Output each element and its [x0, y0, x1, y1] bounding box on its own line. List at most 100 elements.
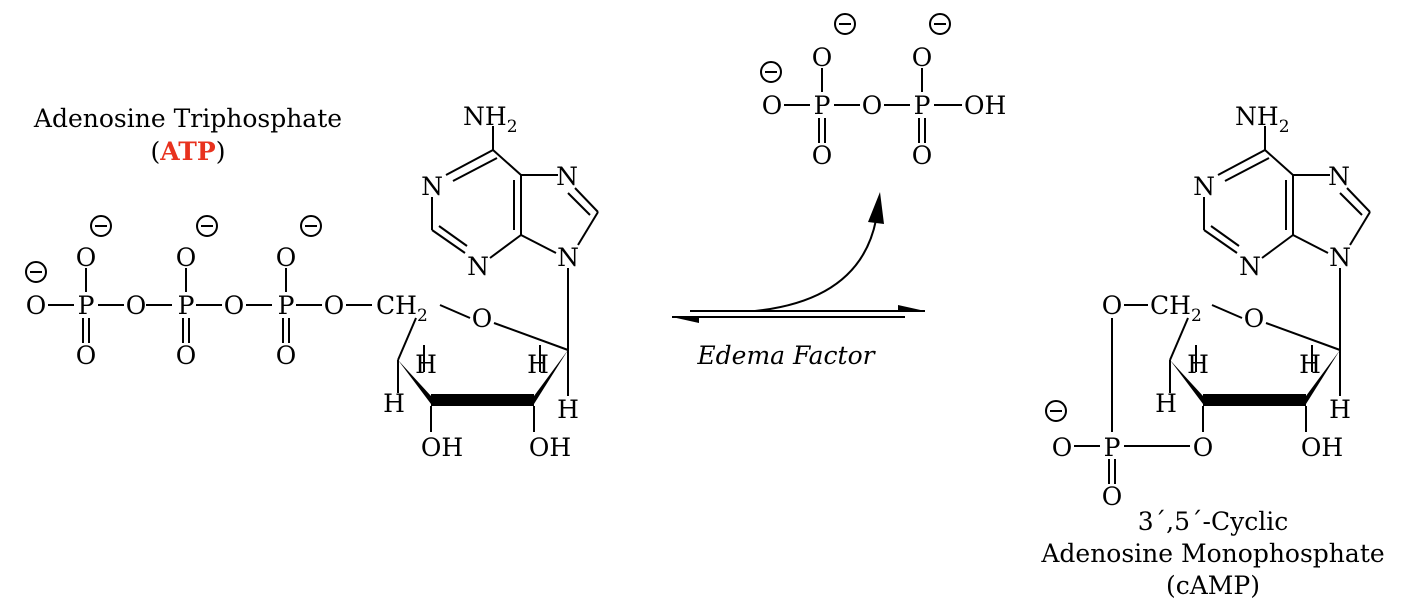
- atom-oh: OH: [421, 433, 463, 462]
- minus-circle-icon: [929, 13, 951, 35]
- atom-ch2: CH2: [1150, 291, 1202, 326]
- minus-circle-icon: [25, 261, 47, 283]
- minus-circle-icon: [760, 61, 782, 83]
- wedge-bond: [534, 350, 568, 404]
- bond: [520, 234, 557, 254]
- subscript-2: 2: [1279, 117, 1290, 137]
- atom-p: P: [178, 291, 195, 320]
- atom-o: O: [224, 291, 245, 320]
- atp-abbr-label: (ATP): [151, 137, 226, 166]
- bond: [1292, 234, 1329, 254]
- atom-p: P: [1104, 433, 1121, 462]
- atom-o: O: [176, 243, 197, 272]
- atom-o: O: [1193, 433, 1214, 462]
- atom-o: O: [812, 43, 833, 72]
- wedge-bond: [398, 360, 431, 404]
- bond: [1264, 149, 1294, 176]
- atom-o: O: [76, 341, 97, 370]
- atom-oh: OH: [529, 433, 571, 462]
- atom-n: N: [1329, 243, 1351, 272]
- atom-o: O: [276, 341, 297, 370]
- equilibrium-arrows: [672, 192, 925, 323]
- atom-o: O: [1102, 291, 1123, 320]
- atom-o: O: [76, 243, 97, 272]
- bond: [1346, 187, 1371, 213]
- atom-ch2: CH2: [376, 291, 428, 326]
- atom-h: H: [527, 350, 549, 379]
- release-arrow-head: [868, 192, 884, 224]
- bold-bond: [431, 394, 534, 406]
- pyrophosphate-molecule: O P O P OH O O O O: [760, 13, 1006, 170]
- atom-o: O: [126, 291, 147, 320]
- atom-o: O: [912, 141, 933, 170]
- minus-circle-icon: [1045, 400, 1067, 422]
- atom-p: P: [78, 291, 95, 320]
- atom-n: N: [1328, 162, 1350, 191]
- bond: [452, 157, 498, 182]
- atom-o: O: [862, 91, 883, 120]
- bond: [397, 317, 417, 361]
- camp-name-line2: Adenosine Monophosphate: [1040, 539, 1384, 568]
- atom-h: H: [1187, 350, 1209, 379]
- bond: [1210, 225, 1240, 247]
- release-arrow-curve: [754, 219, 877, 312]
- camp-molecule: NH2 N N N N O CH2 O H H H H O OH O P: [1045, 102, 1371, 511]
- bond: [1339, 192, 1363, 216]
- bond: [1203, 229, 1238, 254]
- atom-h: H: [1155, 389, 1177, 418]
- bond: [493, 322, 569, 351]
- bond: [431, 229, 466, 254]
- atp-abbr-close: ): [216, 137, 226, 166]
- bond: [1224, 157, 1270, 182]
- camp-name-line1: 3´,5´-Cyclic: [1138, 507, 1288, 536]
- atp-name-label: Adenosine Triphosphate: [33, 104, 342, 133]
- minus-circle-icon: [196, 215, 218, 237]
- atom-o: O: [912, 43, 933, 72]
- atom-h: H: [557, 395, 579, 424]
- atom-o: O: [26, 291, 47, 320]
- bond: [439, 304, 471, 319]
- atom-o: O: [762, 91, 783, 120]
- atom-h: H: [1299, 350, 1321, 379]
- atom-nh: NH: [463, 102, 507, 131]
- atom-h: H: [383, 389, 405, 418]
- atom-o: O: [276, 243, 297, 272]
- subscript-2: 2: [507, 117, 518, 137]
- atom-nh2: NH2: [463, 102, 518, 137]
- atom-n: N: [1193, 172, 1215, 201]
- atom-ch: CH: [1150, 291, 1191, 320]
- bond: [492, 149, 522, 176]
- atom-h: H: [1329, 395, 1351, 424]
- atp-molecule: O P O P O P O O O O O O O CH2 O H: [25, 102, 599, 462]
- minus-circle-icon: [834, 13, 856, 35]
- bold-bond: [1203, 394, 1306, 406]
- atom-p: P: [814, 91, 831, 120]
- bond: [489, 234, 522, 259]
- wedge-bond: [1170, 360, 1203, 404]
- bond: [567, 192, 591, 216]
- atom-nh2: NH2: [1235, 102, 1290, 137]
- bond: [438, 225, 468, 247]
- bond: [1265, 322, 1341, 351]
- atp-abbr: ATP: [159, 137, 216, 166]
- forward-arrow-head: [898, 305, 925, 311]
- atom-nh: NH: [1235, 102, 1279, 131]
- atom-n: N: [467, 252, 489, 281]
- atom-h: H: [415, 350, 437, 379]
- atom-oh: OH: [964, 91, 1006, 120]
- atom-n: N: [1239, 252, 1261, 281]
- wedge-bond: [1306, 350, 1340, 404]
- camp-name-line3: (cAMP): [1166, 571, 1260, 600]
- enzyme-label: Edema Factor: [696, 341, 876, 370]
- subscript-2: 2: [1191, 306, 1202, 326]
- atom-o: O: [472, 304, 493, 333]
- bond: [1261, 234, 1294, 259]
- bond: [574, 187, 599, 213]
- atom-o: O: [1244, 304, 1265, 333]
- atom-n: N: [421, 172, 443, 201]
- minus-circle-icon: [300, 215, 322, 237]
- atom-n: N: [557, 243, 579, 272]
- bond: [1169, 317, 1189, 361]
- bond: [1349, 211, 1371, 246]
